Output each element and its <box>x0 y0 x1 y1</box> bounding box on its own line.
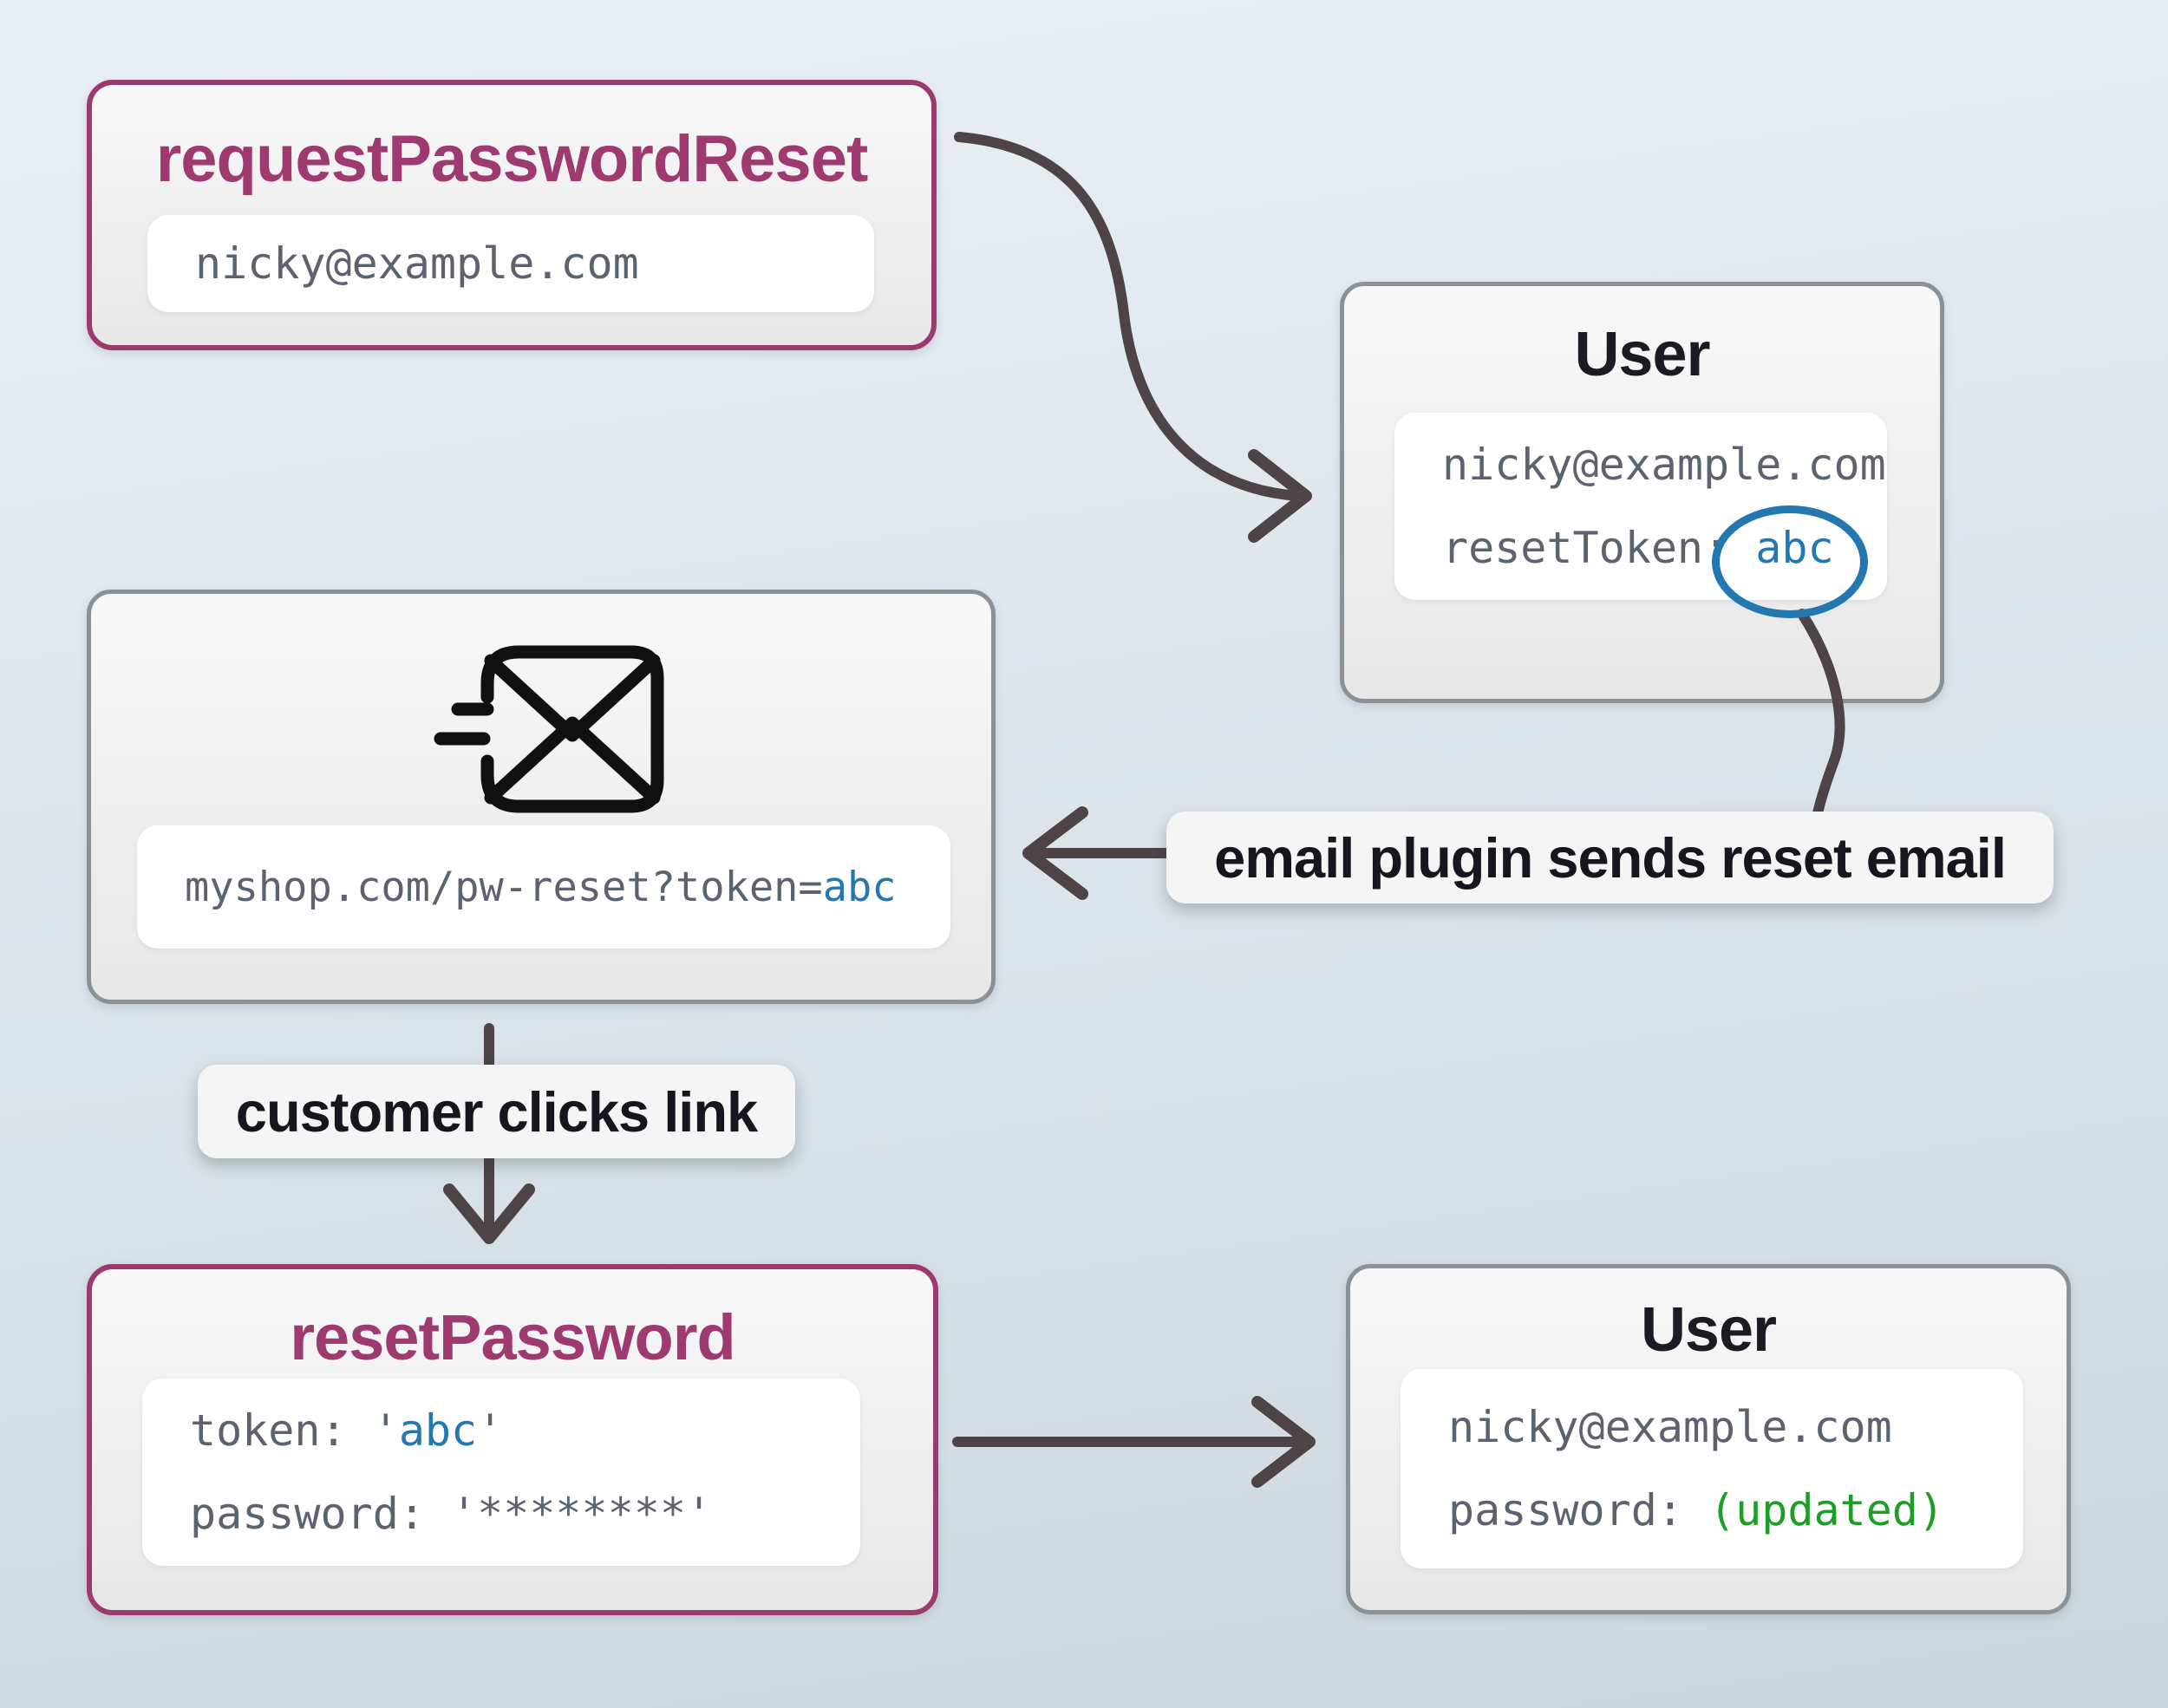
reset-url-panel: myshop.com/pw-reset?token=abc <box>137 825 950 949</box>
request-email-value: nicky@example.com <box>195 238 639 289</box>
request-email-input: nicky@example.com <box>147 215 874 312</box>
arrow-reset-to-user <box>952 1396 1316 1488</box>
arrow-request-to-user <box>954 132 1312 543</box>
user-token-record: nicky@example.com resetToken: abc <box>1394 413 1887 600</box>
user-updated-password-line: password: (updated) <box>1448 1489 2023 1532</box>
email-plugin-annotation: email plugin sends reset email <box>1166 812 2054 903</box>
reset-password-title: resetPassword <box>290 1301 736 1373</box>
request-password-reset-title: requestPasswordReset <box>155 122 869 196</box>
reset-token-value: abc <box>1755 523 1834 573</box>
user-token-line: resetToken: abc <box>1442 526 1887 570</box>
send-email-icon <box>434 643 668 815</box>
user-updated-email: nicky@example.com <box>1448 1402 1892 1452</box>
reset-url-prefix: myshop.com/pw-reset?token= <box>185 863 823 911</box>
token-arg-value: abc <box>398 1405 478 1456</box>
reset-url-token: abc <box>822 863 897 911</box>
user-updated-title: User <box>1640 1295 1777 1365</box>
reset-token-label: resetToken: <box>1442 523 1756 573</box>
password-value: (updated) <box>1709 1485 1944 1535</box>
request-password-reset-node: requestPasswordReset nicky@example.com <box>87 80 937 350</box>
user-token-email: nicky@example.com <box>1442 440 1886 490</box>
reset-password-args: token: 'abc' password: '********' <box>142 1379 860 1566</box>
arrow-label-to-email-box <box>1022 806 1172 900</box>
token-arg-label: token: ' <box>190 1405 399 1456</box>
user-updated-node: User nicky@example.com password: (update… <box>1346 1264 2071 1614</box>
user-updated-record: nicky@example.com password: (updated) <box>1401 1369 2023 1568</box>
reset-url: myshop.com/pw-reset?token=abc <box>185 867 950 908</box>
reset-password-node: resetPassword token: 'abc' password: '**… <box>87 1264 938 1615</box>
user-token-title: User <box>1574 320 1710 389</box>
user-token-node: User nicky@example.com resetToken: abc <box>1340 282 1944 703</box>
password-label: password: <box>1448 1485 1710 1535</box>
reset-token-arg: token: 'abc' <box>190 1409 860 1452</box>
token-arg-quote: ' <box>477 1405 504 1456</box>
customer-clicks-annotation: customer clicks link <box>198 1065 795 1158</box>
password-arg: password: '********' <box>190 1489 713 1539</box>
